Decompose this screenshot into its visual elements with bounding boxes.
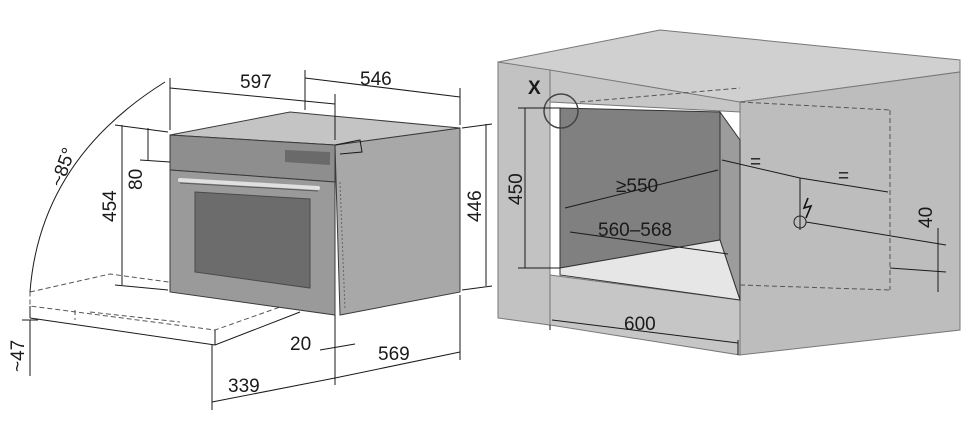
equal-right: = bbox=[838, 166, 849, 187]
marker-x: X bbox=[528, 78, 541, 99]
oven-display bbox=[285, 150, 330, 165]
dim-line-560-568 bbox=[569, 231, 729, 255]
dim-569: 569 bbox=[378, 344, 410, 365]
dim-597: 597 bbox=[240, 72, 272, 93]
dim-546: 546 bbox=[360, 69, 392, 90]
dim-446: 446 bbox=[465, 190, 486, 222]
dim-line-600 bbox=[551, 319, 739, 344]
dim-line-339 bbox=[211, 377, 336, 403]
dim-450: 450 bbox=[506, 173, 527, 205]
dim-550: ≥550 bbox=[616, 176, 658, 197]
oven-glass bbox=[194, 191, 311, 289]
dim-47: ~47 bbox=[8, 340, 29, 372]
dim-line-550 bbox=[564, 169, 719, 209]
oven-handle bbox=[178, 178, 320, 190]
dim-454: 454 bbox=[100, 190, 121, 222]
dim-line-546 bbox=[304, 77, 461, 98]
oven-drawing: 597 546 454 80 446 ~85° ~47 20 bbox=[8, 69, 493, 410]
door-swing-arc bbox=[29, 81, 166, 293]
floor-slab bbox=[29, 273, 301, 331]
dim-560-568: 560–568 bbox=[598, 220, 672, 241]
dim-line-597 bbox=[169, 87, 336, 105]
dim-80: 80 bbox=[126, 169, 147, 190]
electric-icon bbox=[802, 197, 813, 219]
dim-line-20 bbox=[319, 343, 356, 351]
oven-side bbox=[334, 127, 461, 316]
dim-339: 339 bbox=[228, 376, 260, 397]
dim-600: 600 bbox=[624, 314, 656, 335]
dim-20: 20 bbox=[290, 334, 311, 355]
marker-circle bbox=[543, 93, 579, 129]
floor-slab-bottom bbox=[29, 311, 301, 346]
dim-line-569 bbox=[334, 351, 461, 379]
niche-floor bbox=[559, 239, 741, 301]
oven-handle-shadow bbox=[179, 182, 319, 192]
dim-40: 40 bbox=[916, 207, 937, 228]
niche-drawing: X 450 ≥550 560–568 600 = = 40 bbox=[497, 29, 961, 356]
dim-angle-85: ~85° bbox=[47, 145, 80, 190]
equal-left: = bbox=[750, 152, 761, 173]
